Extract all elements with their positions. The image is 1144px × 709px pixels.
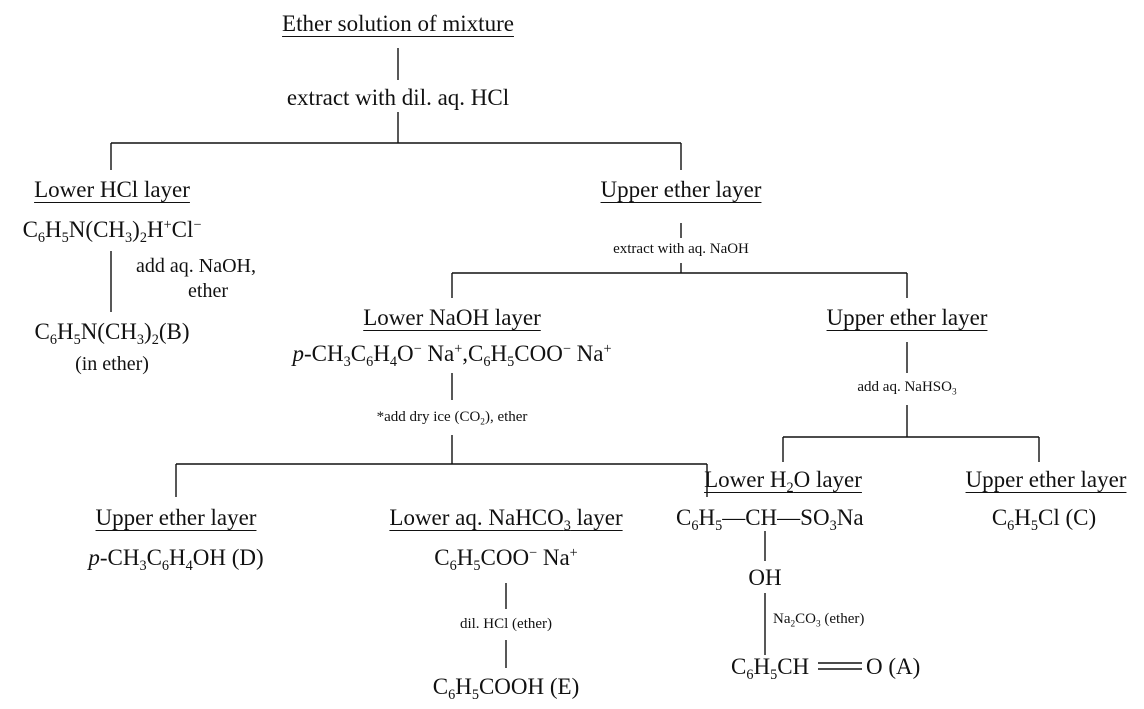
product-b-note: (in ether) <box>75 353 149 375</box>
bisulfite-adduct-formula: C6H5—CH—SO3Na <box>676 505 864 534</box>
upper-ether-d-title: Upper ether layer <box>95 505 257 530</box>
product-d: p-CH3C6H4OH (D) <box>88 545 264 574</box>
upper-ether-1-step: extract with aq. NaOH <box>613 241 749 257</box>
lower-naoh-step: *add dry ice (CO2), ether <box>376 409 528 428</box>
lower-hcl-step-line1: add aq. NaOH, <box>136 255 256 277</box>
lower-nahco3-formula: C6H5COO− Na+ <box>434 545 578 574</box>
upper-ether-c-title: Upper ether layer <box>965 467 1127 492</box>
lower-hcl-title: Lower HCl layer <box>34 177 190 202</box>
upper-ether-2-title: Upper ether layer <box>826 305 988 330</box>
product-c: C6H5Cl (C) <box>991 505 1097 534</box>
lower-naoh-formula: p-CH3C6H4O− Na+,C6H5COO− Na+ <box>292 341 612 370</box>
lower-nahco3-step: dil. HCl (ether) <box>459 616 553 632</box>
lower-h2o-step: Na2CO3 (ether) <box>773 611 865 630</box>
lower-naoh-title: Lower NaOH layer <box>363 305 541 330</box>
product-e: C6H5COOH (E) <box>432 674 580 703</box>
lower-h2o-title: Lower H2O layer <box>704 467 862 496</box>
upper-ether-2-step: add aq. NaHSO3 <box>857 379 957 398</box>
lower-hcl-formula: C6H5N(CH3)2H+Cl− <box>22 217 202 246</box>
lower-hcl-step-line2: ether <box>188 280 228 302</box>
product-b: C6H5N(CH3)2(B) <box>34 319 190 348</box>
lower-nahco3-title: Lower aq. NaHCO3 layer <box>389 505 623 534</box>
root-title: Ether solution of mixture <box>282 11 514 36</box>
product-a-right: O (A) <box>866 654 921 679</box>
root-step: extract with dil. aq. HCl <box>286 85 510 110</box>
hydroxyl-group: OH <box>748 565 782 590</box>
product-a-left: C6H5CH <box>731 654 810 683</box>
upper-ether-1-title: Upper ether layer <box>600 177 762 202</box>
